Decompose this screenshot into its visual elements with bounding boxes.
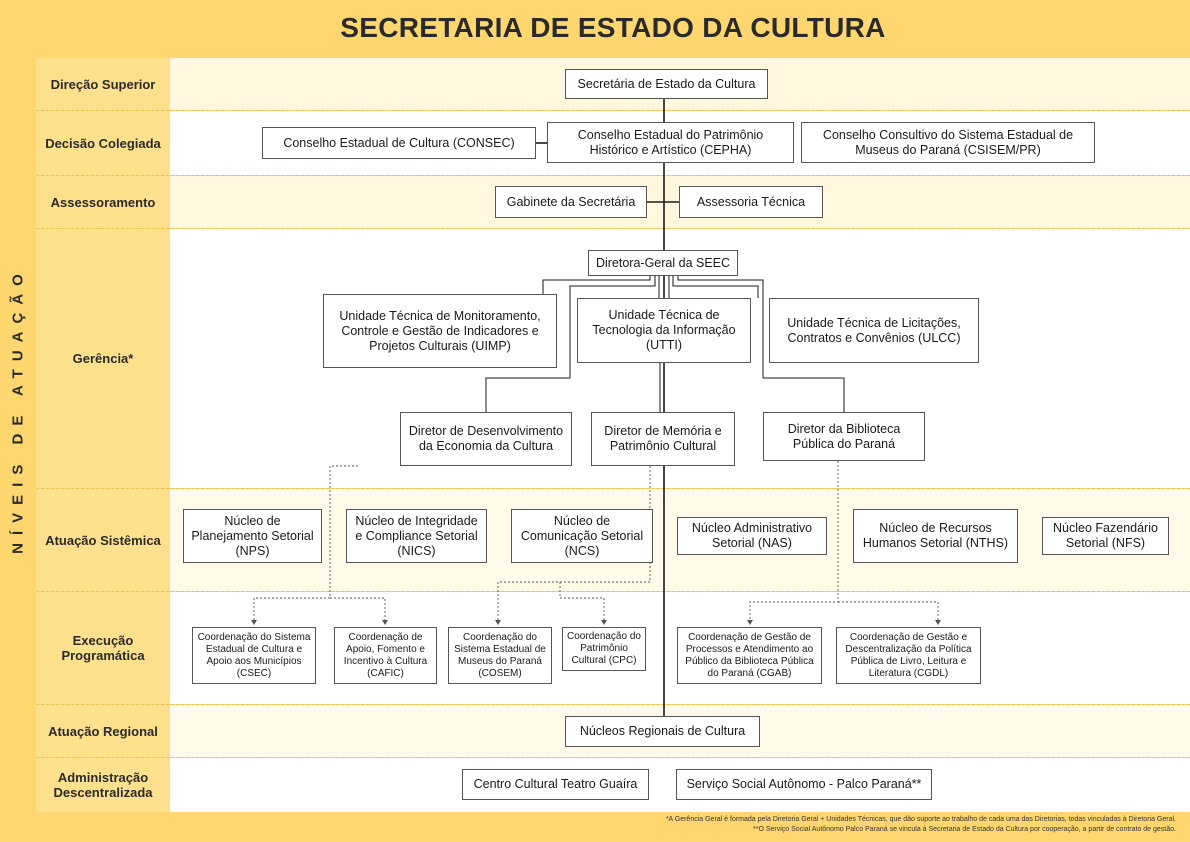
box-ncs: Núcleo de Comunicação Setorial (NCS) <box>511 509 653 563</box>
box-cafic: Coordenação de Apoio, Fomento e Incentiv… <box>334 627 437 684</box>
row-separator <box>36 228 1190 229</box>
row-separator <box>36 488 1190 489</box>
row-separator <box>36 110 1190 111</box>
box-nfs: Núcleo Fazendário Setorial (NFS) <box>1042 517 1169 555</box>
box-palco-parana: Serviço Social Autônomo - Palco Paraná** <box>676 769 932 800</box>
box-assessoria: Assessoria Técnica <box>679 186 823 218</box>
box-dir-biblioteca: Diretor da Biblioteca Pública do Paraná <box>763 412 925 461</box>
row-label-direcao: Direção Superior <box>36 58 170 110</box>
row-separator <box>36 704 1190 705</box>
box-nths: Núcleo de Recursos Humanos Setorial (NTH… <box>853 509 1018 563</box>
row-separator <box>36 591 1190 592</box>
left-strip <box>0 0 36 812</box>
footnote: **O Serviço Social Autônomo Palco Paraná… <box>753 826 1176 833</box>
box-cosem: Coordenação do Sistema Estadual de Museu… <box>448 627 552 684</box>
box-nps: Núcleo de Planejamento Setorial (NPS) <box>183 509 322 563</box>
box-secretaria: Secretária de Estado da Cultura <box>565 69 768 99</box>
box-consec: Conselho Estadual de Cultura (CONSEC) <box>262 127 536 159</box>
row-label-sistemica: Atuação Sistêmica <box>36 489 170 591</box>
box-ulcc: Unidade Técnica de Licitações, Contratos… <box>769 298 979 363</box>
box-uimp: Unidade Técnica de Monitoramento, Contro… <box>323 294 557 368</box>
row-label-descentralizada: Administração Descentralizada <box>36 758 170 812</box>
box-dir-memoria: Diretor de Memória e Patrimônio Cultural <box>591 412 735 466</box>
box-diretora-geral: Diretora-Geral da SEEC <box>588 250 738 276</box>
row-separator <box>36 175 1190 176</box>
box-csisem: Conselho Consultivo do Sistema Estadual … <box>801 122 1095 163</box>
box-gabinete: Gabinete da Secretária <box>495 186 647 218</box>
footnote: *A Gerência Geral é formada pela Diretor… <box>665 816 1176 823</box>
box-csec: Coordenação do Sistema Estadual de Cultu… <box>192 627 316 684</box>
row-label-gerencia: Gerência* <box>36 229 170 488</box>
box-cpc: Coordenação do Patrimônio Cultural (CPC) <box>562 627 646 671</box>
footnotes: *A Gerência Geral é formada pela Diretor… <box>666 815 1176 835</box>
row-label-assessoramento: Assessoramento <box>36 176 170 228</box>
box-cgdl: Coordenação de Gestão e Descentralização… <box>836 627 981 684</box>
box-nics: Núcleo de Integridade e Compliance Setor… <box>346 509 487 563</box>
row-separator <box>36 757 1190 758</box>
title-bar: SECRETARIA DE ESTADO DA CULTURA <box>36 0 1190 56</box>
row-label-regional: Atuação Regional <box>36 705 170 757</box>
page-title: SECRETARIA DE ESTADO DA CULTURA <box>340 12 886 43</box>
box-nas: Núcleo Administrativo Setorial (NAS) <box>677 517 827 555</box>
row-label-execucao: Execução Programática <box>36 592 170 704</box>
box-cepha: Conselho Estadual do Patrimônio Históric… <box>547 122 794 163</box>
box-dir-economia: Diretor de Desenvolvimento da Economia d… <box>400 412 572 466</box>
box-cgab: Coordenação de Gestão de Processos e Ate… <box>677 627 822 684</box>
box-utti: Unidade Técnica de Tecnologia da Informa… <box>577 298 751 363</box>
box-nucleos-regionais: Núcleos Regionais de Cultura <box>565 716 760 747</box>
row-label-decisao: Decisão Colegiada <box>36 111 170 175</box>
box-teatro-guaira: Centro Cultural Teatro Guaíra <box>462 769 649 800</box>
